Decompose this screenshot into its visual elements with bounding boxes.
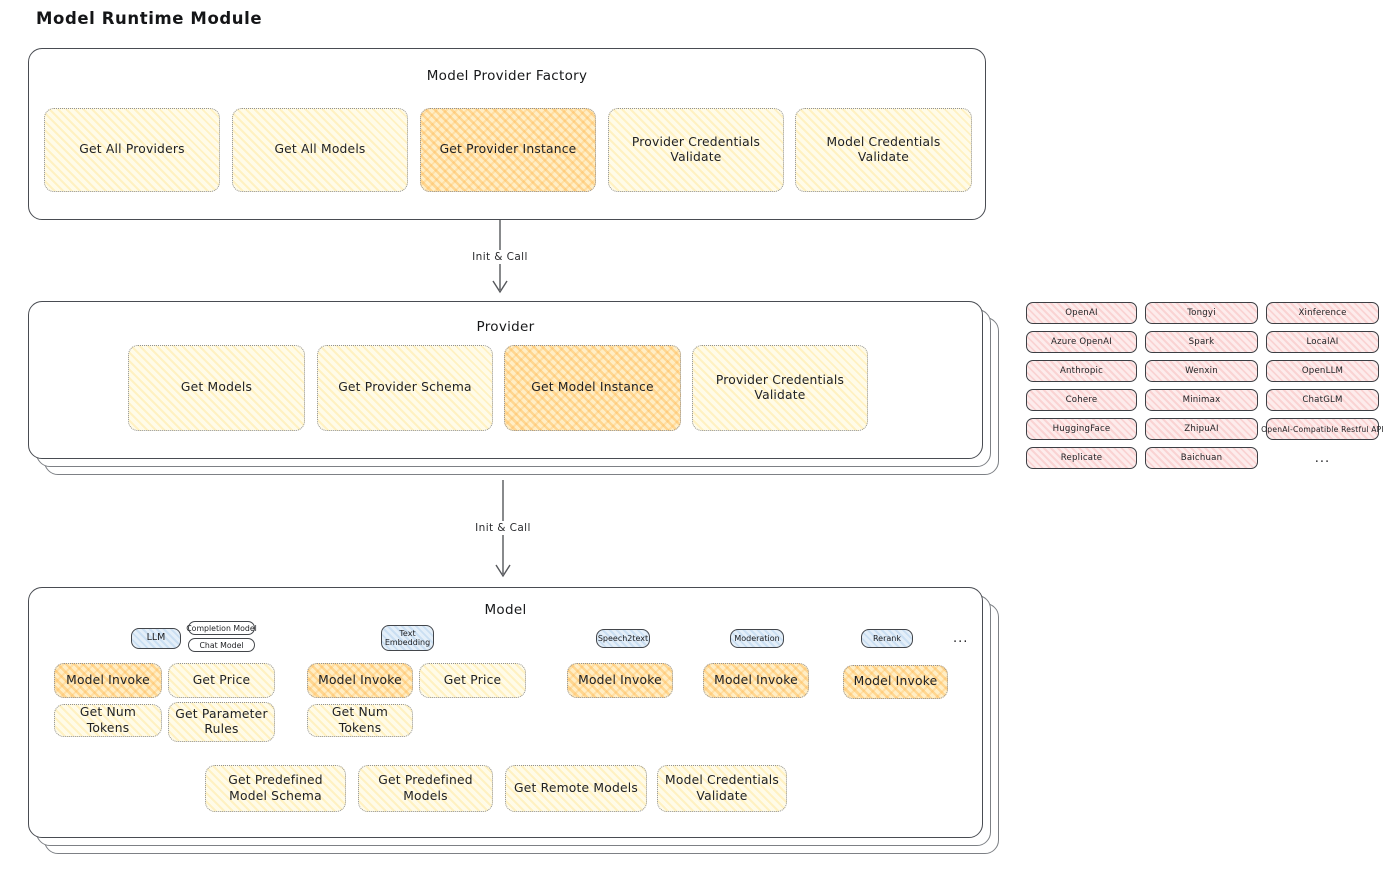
provider-item-provider-credentials-validate: Provider Credentials Validate	[692, 345, 868, 431]
model-box-embedding-get-price: Get Price	[419, 663, 526, 698]
model-box-embedding-model-invoke: Model Invoke	[307, 663, 413, 698]
provider-chip-openai-compatible: OpenAI-Compatible Restful API	[1261, 418, 1384, 440]
provider-item-get-models: Get Models	[128, 345, 305, 431]
model-section: Model LLM Completion Model Chat Model Te…	[28, 587, 999, 854]
model-types-ellipsis: ...	[953, 631, 969, 646]
init-call-label-1: Init & Call	[448, 250, 552, 264]
model-box-model-credentials-validate: Model Credentials Validate	[657, 765, 787, 812]
provider-chip-spark: Spark	[1145, 331, 1258, 353]
provider-chip-azure-openai: Azure OpenAI	[1026, 331, 1137, 353]
provider-chips-ellipsis: ...	[1314, 450, 1331, 466]
model-type-chip-rerank: Rerank	[861, 629, 913, 648]
model-box-llm-model-invoke: Model Invoke	[54, 663, 162, 698]
provider-chip-baichuan: Baichuan	[1145, 447, 1258, 469]
provider-chip-xinference: Xinference	[1266, 302, 1379, 324]
provider-chip-localai: LocalAI	[1266, 331, 1379, 353]
provider-chip-wenxin: Wenxin	[1145, 360, 1258, 382]
factory-section: Model Provider Factory Get All Providers…	[28, 48, 986, 220]
provider-item-get-model-instance: Get Model Instance	[504, 345, 681, 431]
model-type-chip-moderation: Moderation	[730, 629, 784, 648]
model-type-chip-text-embedding: Text Embedding	[381, 625, 434, 651]
provider-chip-minimax: Minimax	[1145, 389, 1258, 411]
provider-chip-tongyi: Tongyi	[1145, 302, 1258, 324]
provider-chip-huggingface: HuggingFace	[1026, 418, 1137, 440]
model-title: Model	[484, 602, 527, 618]
model-type-chip-completion-model: Completion Model	[186, 621, 257, 635]
factory-item-get-all-models: Get All Models	[232, 108, 408, 192]
provider-chip-zhipuai: ZhipuAI	[1145, 418, 1258, 440]
provider-chips-grid: OpenAI Tongyi Xinference Azure OpenAI Sp…	[1026, 302, 1384, 469]
model-box-llm-get-parameter-rules: Get Parameter Rules	[168, 702, 275, 742]
provider-chip-replicate: Replicate	[1026, 447, 1137, 469]
provider-title: Provider	[476, 319, 535, 335]
provider-item-get-provider-schema: Get Provider Schema	[317, 345, 493, 431]
factory-item-get-provider-instance: Get Provider Instance	[420, 108, 596, 192]
init-call-label-2: Init & Call	[451, 521, 555, 535]
model-box-get-predefined-models: Get Predefined Models	[358, 765, 493, 812]
model-box-llm-get-num-tokens: Get Num Tokens	[54, 704, 162, 737]
provider-chip-openai: OpenAI	[1026, 302, 1137, 324]
model-box-embedding-get-num-tokens: Get Num Tokens	[307, 704, 413, 737]
factory-item-provider-credentials-validate: Provider Credentials Validate	[608, 108, 784, 192]
model-type-chip-speech2text: Speech2text	[596, 629, 650, 648]
provider-chip-openllm: OpenLLM	[1266, 360, 1379, 382]
page-title: Model Runtime Module	[36, 9, 263, 28]
provider-chip-anthropic: Anthropic	[1026, 360, 1137, 382]
model-box-rerank-model-invoke: Model Invoke	[843, 665, 948, 699]
provider-chip-chatglm: ChatGLM	[1266, 389, 1379, 411]
model-box-get-remote-models: Get Remote Models	[505, 765, 647, 812]
factory-item-get-all-providers: Get All Providers	[44, 108, 220, 192]
model-box-speech2text-model-invoke: Model Invoke	[567, 663, 673, 698]
model-box-llm-get-price: Get Price	[168, 663, 275, 698]
model-type-chip-llm: LLM	[131, 628, 181, 649]
model-box-moderation-model-invoke: Model Invoke	[703, 663, 809, 698]
model-box-get-predefined-model-schema: Get Predefined Model Schema	[205, 765, 346, 812]
model-type-chip-chat-model: Chat Model	[188, 638, 255, 652]
factory-item-model-credentials-validate: Model Credentials Validate	[795, 108, 972, 192]
factory-title: Model Provider Factory	[426, 68, 588, 84]
provider-section: Provider Get Models Get Provider Schema …	[28, 301, 999, 475]
provider-chip-cohere: Cohere	[1026, 389, 1137, 411]
